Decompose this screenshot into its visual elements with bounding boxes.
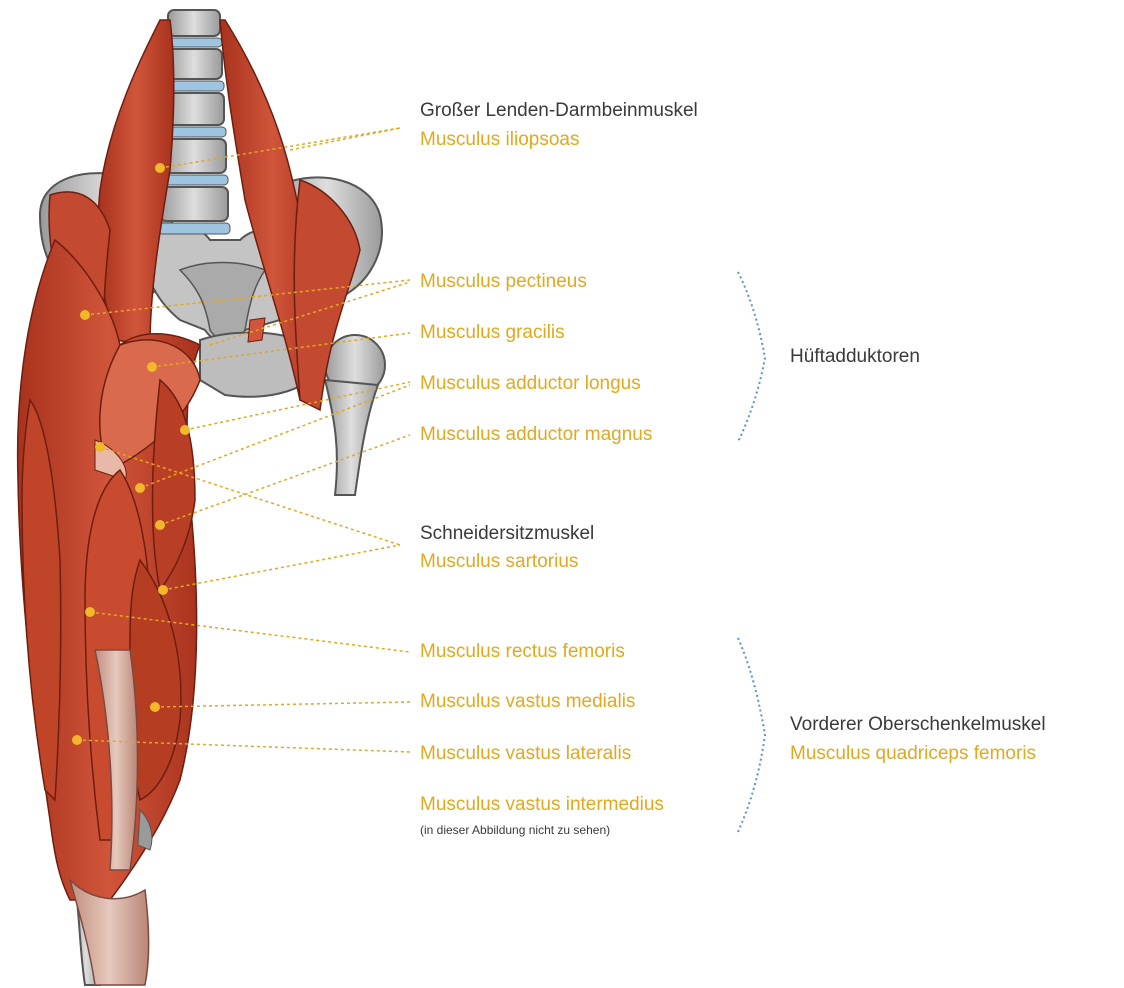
adductor-longus-label: Musculus adductor longus: [420, 372, 641, 396]
vastus-lateralis-label: Musculus vastus lateralis: [420, 742, 631, 766]
vastus-medialis-label: Musculus vastus medialis: [420, 690, 635, 714]
adductors-bracket: [738, 272, 765, 442]
quadriceps-german-label: Vorderer Oberschenkelmuskel: [790, 713, 1046, 737]
pectineus-label: Musculus pectineus: [420, 270, 587, 294]
vastus-intermedius-note: (in dieser Abbildung nicht zu sehen): [420, 823, 610, 837]
quadriceps-latin-label: Musculus quadriceps femoris: [790, 742, 1036, 766]
adductors-group-label: Hüftadduktoren: [790, 345, 920, 369]
rectus-femoris-label: Musculus rectus femoris: [420, 640, 625, 664]
gracilis-label: Musculus gracilis: [420, 321, 565, 345]
thigh-muscles: [18, 240, 200, 985]
adductor-magnus-label: Musculus adductor magnus: [420, 423, 652, 447]
sartorius-german-label: Schneidersitzmuskel: [420, 522, 594, 546]
quadriceps-bracket: [738, 638, 765, 832]
iliopsoas-latin-label: Musculus iliopsoas: [420, 128, 579, 152]
sartorius-latin-label: Musculus sartorius: [420, 550, 578, 574]
iliopsoas-german-label: Großer Lenden-Darmbeinmuskel: [420, 99, 698, 123]
vastus-intermedius-label: Musculus vastus intermedius: [420, 793, 664, 817]
